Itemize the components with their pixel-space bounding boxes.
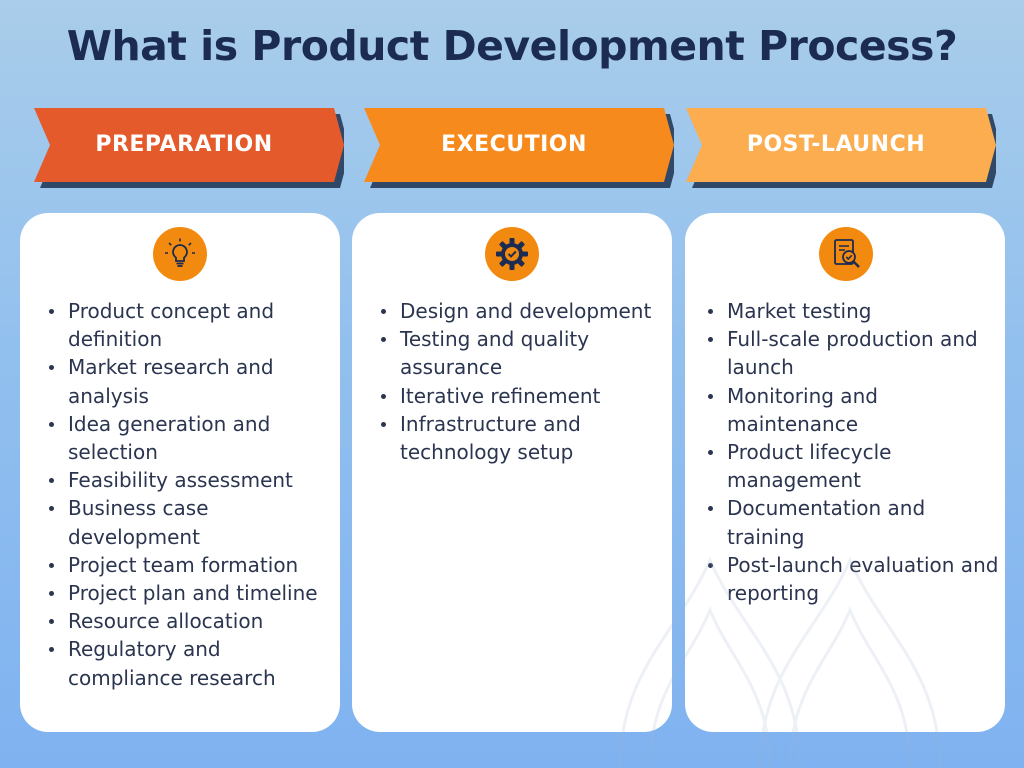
stage-banner-post-launch: POST-LAUNCH [686,108,996,188]
list-item: Monitoring and maintenance [695,382,1005,438]
stage-card-execution: Design and development Testing and quali… [352,213,672,732]
list-item: Market testing [695,297,1005,325]
list-item: Feasibility assessment [36,466,336,494]
page-title: What is Product Development Process? [66,22,958,70]
post-launch-list: Market testing Full-scale production and… [695,297,1005,607]
execution-list: Design and development Testing and quali… [368,297,668,466]
chevron-shape [34,108,344,188]
list-item: Idea generation and selection [36,410,336,466]
stage-card-post-launch: Market testing Full-scale production and… [685,213,1005,732]
stage-label: EXECUTION [441,131,587,157]
list-item: Market research and analysis [36,353,336,409]
list-item: Product concept and definition [36,297,336,353]
stage-label: PREPARATION [95,131,273,157]
list-item: Post-launch evaluation and reporting [695,551,1005,607]
list-item: Full-scale production and launch [695,325,1005,381]
stage-card-preparation: Product concept and definition Market re… [20,213,340,732]
list-item: Infrastructure and technology setup [368,410,668,466]
document-search-icon [819,227,873,281]
list-item: Resource allocation [36,607,336,635]
stage-banner-execution: EXECUTION [364,108,674,188]
chevron-shape [686,108,996,188]
list-item: Business case development [36,494,336,550]
list-item: Project team formation [36,551,336,579]
chevron-shape [364,108,674,188]
list-item: Regulatory and compliance research [36,635,336,691]
gear-check-icon [485,227,539,281]
list-item: Testing and quality assurance [368,325,668,381]
stage-label: POST-LAUNCH [746,131,926,157]
list-item: Design and development [368,297,668,325]
lightbulb-icon [153,227,207,281]
list-item: Iterative refinement [368,382,668,410]
list-item: Product lifecycle management [695,438,1005,494]
stage-banner-preparation: PREPARATION [34,108,344,188]
preparation-list: Product concept and definition Market re… [36,297,336,692]
list-item: Documentation and training [695,494,1005,550]
list-item: Project plan and timeline [36,579,336,607]
